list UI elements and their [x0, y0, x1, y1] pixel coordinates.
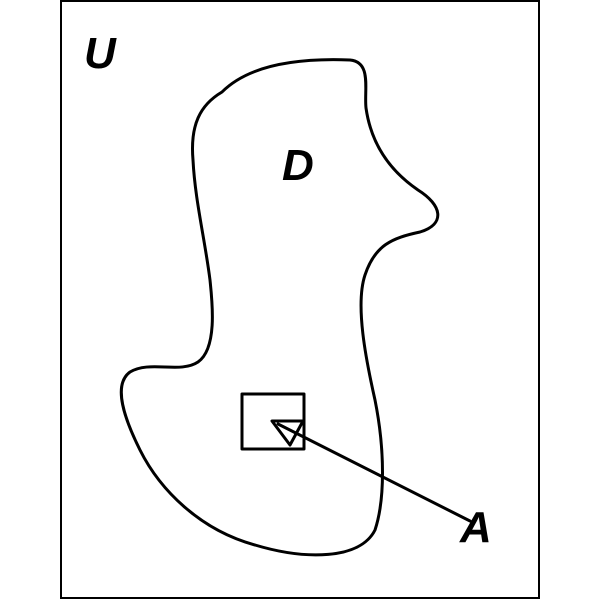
subset-a-label: A	[459, 503, 492, 552]
region-d-outline	[119, 58, 440, 557]
arrowhead-icon	[270, 419, 305, 447]
pointer-line	[276, 422, 472, 523]
universe-label: U	[84, 29, 117, 78]
universe-rectangle	[60, 0, 540, 599]
region-d-label: D	[282, 141, 314, 190]
